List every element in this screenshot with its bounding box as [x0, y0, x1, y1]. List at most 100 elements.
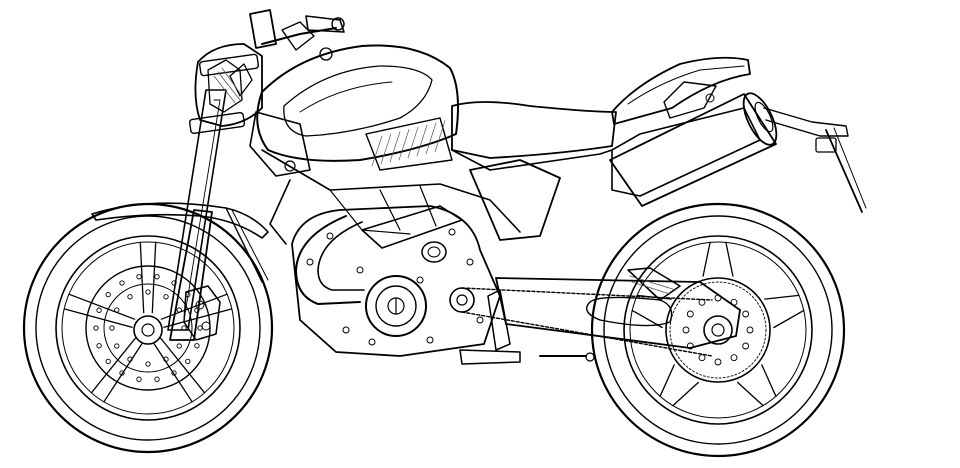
- passenger-grab-handle: [663, 81, 717, 119]
- engine-bolt: [356, 266, 364, 274]
- disc-hole: [119, 280, 125, 286]
- grab-handle-bolt: [705, 93, 715, 103]
- front-brake-caliper: [183, 285, 221, 341]
- reservoir-cap: [319, 47, 333, 61]
- fork-tube-highlight: [183, 99, 221, 321]
- handlebar-clamp: [281, 21, 315, 51]
- disc-hole: [93, 325, 99, 331]
- front-wheel: [22, 202, 274, 454]
- front-fender-stay: [225, 207, 263, 283]
- front-tire-inner: [35, 215, 261, 441]
- hatch-line: [398, 129, 410, 161]
- chain-guard-hatch: [629, 275, 677, 291]
- tail-cowl-line: [627, 65, 745, 105]
- front-brake-disc: [85, 265, 211, 391]
- front-rim-inner: [61, 241, 235, 415]
- engine-bolt: [326, 232, 334, 240]
- disc-hole: [105, 291, 111, 298]
- front-axle: [141, 323, 155, 337]
- engine-case: [291, 205, 501, 357]
- handlebar-bar: [261, 27, 337, 45]
- left-grip: [249, 9, 277, 49]
- sprocket-hole: [742, 310, 750, 318]
- clutch-cover-inner: [375, 285, 417, 327]
- oil-filler-cap: [421, 241, 447, 263]
- disc-hole: [145, 289, 151, 295]
- drive-chain-upper: [461, 287, 713, 301]
- sprocket-hole: [686, 342, 694, 350]
- front-fender: [91, 202, 269, 239]
- tank-contour: [299, 81, 393, 113]
- front-spoke: [139, 241, 145, 314]
- rear-rim-outer: [623, 235, 813, 425]
- disc-hole: [96, 307, 102, 313]
- tank-panel-hatch: [371, 120, 446, 167]
- disc-hole: [114, 343, 120, 349]
- fuel-tank-body: [256, 44, 459, 162]
- rider-seat: [451, 101, 617, 159]
- front-tire-outer: [22, 202, 274, 454]
- disc-hole: [185, 358, 191, 365]
- fork-slider: [169, 209, 213, 341]
- hatch-line: [416, 124, 428, 157]
- headlight-hatch: [217, 71, 241, 101]
- footpeg-bracket: [459, 349, 521, 365]
- sprocket-hole: [698, 298, 706, 306]
- rear-sprocket-teeth: [669, 281, 767, 379]
- rear-spoke: [761, 364, 777, 397]
- frame-truss: [379, 189, 401, 231]
- disc-hole: [136, 274, 142, 280]
- hatch-line: [407, 126, 419, 159]
- chain-guard-hatch: [631, 281, 671, 295]
- front-disc-inner: [103, 283, 193, 373]
- rear-tire-outer: [590, 202, 846, 458]
- frame-side-plate: [469, 159, 561, 241]
- front-wheel-spokes: [63, 241, 233, 403]
- front-spoke: [68, 293, 136, 320]
- hatch-line: [434, 120, 446, 153]
- hatch-line: [380, 133, 392, 165]
- exhaust-header-front: [295, 215, 361, 305]
- hatch-line: [389, 131, 401, 163]
- disc-hole: [145, 361, 151, 367]
- sprocket-hole: [714, 294, 722, 302]
- engine-bolt: [416, 276, 424, 284]
- front-spoke: [160, 293, 228, 320]
- side-stand-pivot: [585, 352, 595, 362]
- rear-sprocket: [665, 277, 771, 383]
- tank-lower-panel: [365, 117, 453, 171]
- front-spoke: [90, 337, 137, 394]
- disc-hole: [96, 343, 102, 349]
- disc-hole: [194, 343, 200, 349]
- triple-clamp-upper: [198, 53, 260, 77]
- rear-spoke: [702, 241, 711, 277]
- tail-light-stay: [763, 107, 849, 137]
- front-hub: [133, 315, 163, 345]
- front-spoke: [63, 308, 133, 328]
- engine-bolt: [426, 336, 434, 344]
- disc-hole: [105, 358, 111, 365]
- sprocket-hole: [730, 298, 738, 306]
- disc-hole: [109, 325, 115, 331]
- front-sprocket-cover: [449, 287, 475, 313]
- sprocket-hole: [686, 310, 694, 318]
- tank-panel: [283, 65, 433, 137]
- sprocket-hole: [730, 354, 738, 362]
- cylinder-head-cover: [361, 205, 463, 249]
- chain-guard: [627, 267, 681, 301]
- hatch-line: [425, 122, 437, 155]
- turn-signal: [815, 137, 837, 153]
- disc-hole: [176, 343, 182, 349]
- rear-spoke: [725, 241, 734, 277]
- rear-tire-inner: [603, 215, 833, 445]
- rear-wheel-spokes: [631, 241, 805, 407]
- rear-side-panel: [611, 107, 761, 197]
- engine-bolt: [476, 316, 484, 324]
- headlight-assembly: [194, 43, 263, 127]
- headlight-cowl: [194, 43, 263, 127]
- disc-hole: [127, 294, 133, 300]
- plate-holder-arm: [833, 127, 867, 209]
- fuel-tank: [249, 44, 459, 177]
- rear-spoke: [764, 294, 800, 300]
